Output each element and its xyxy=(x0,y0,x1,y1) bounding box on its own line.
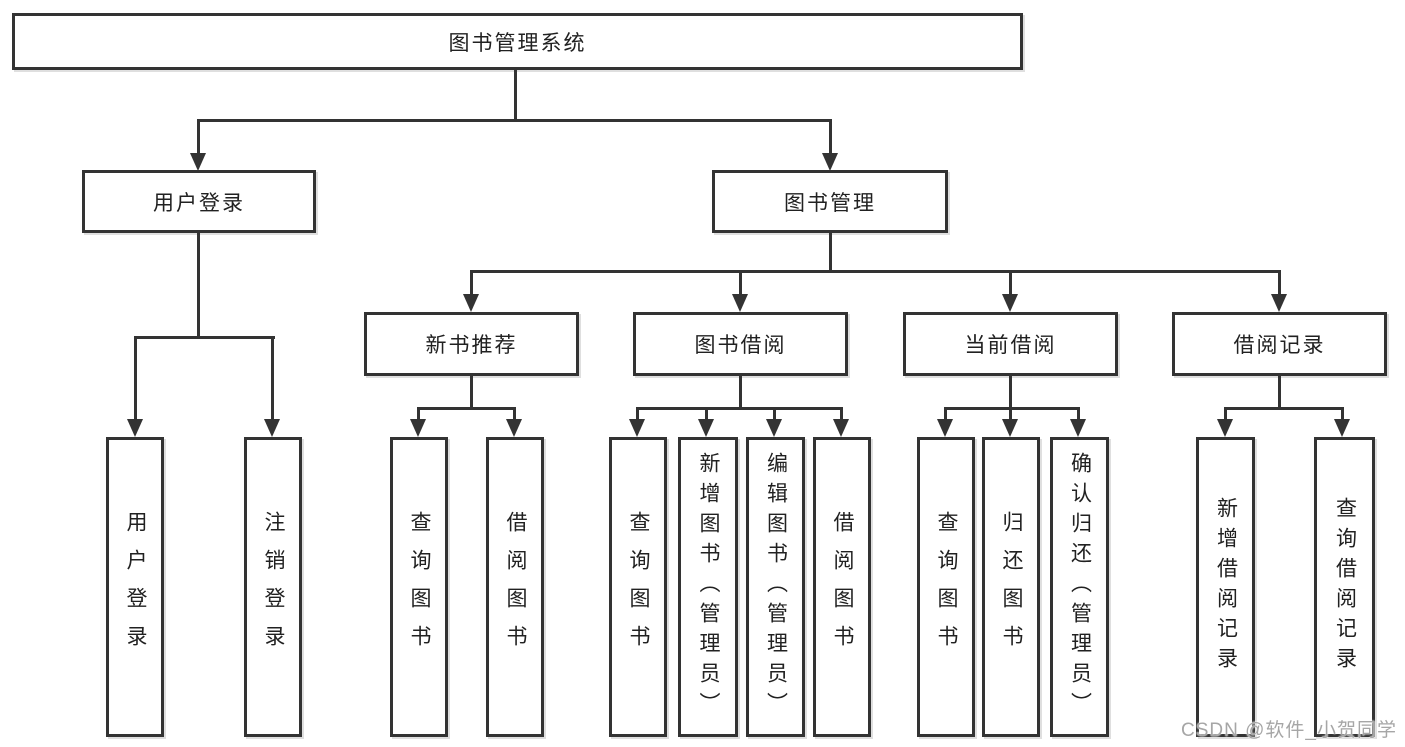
connector-line xyxy=(134,336,275,339)
arrow-down-icon xyxy=(190,153,206,171)
leaf-query-borrow-record: 查询借阅记录 xyxy=(1314,437,1375,737)
leaf-return-books: 归还图书 xyxy=(982,437,1040,737)
connector-line xyxy=(739,376,742,407)
arrow-down-icon xyxy=(127,419,143,437)
arrow-down-icon xyxy=(1271,294,1287,312)
leaf-confirm-return-admin: 确认归还（管理员） xyxy=(1050,437,1109,737)
node-library-management-system: 图书管理系统 xyxy=(12,13,1023,70)
connector-line xyxy=(1009,270,1012,295)
node-label: 当前借阅 xyxy=(964,334,1057,357)
connector-line xyxy=(470,270,1281,273)
connector-line xyxy=(773,407,776,420)
connector-line xyxy=(1009,376,1012,407)
connector-line xyxy=(840,407,843,420)
arrow-down-icon xyxy=(732,294,748,312)
arrow-down-icon xyxy=(410,419,426,437)
connector-line xyxy=(636,407,639,420)
leaf-add-books-admin: 新增图书（管理员） xyxy=(678,437,738,737)
leaf-user-login: 用户登录 xyxy=(106,437,164,737)
connector-line xyxy=(829,233,832,270)
leaf-edit-books-admin: 编辑图书（管理员） xyxy=(746,437,805,737)
connector-line xyxy=(1278,376,1281,407)
connector-line xyxy=(470,270,473,295)
arrow-down-icon xyxy=(1334,419,1350,437)
connector-line xyxy=(514,70,517,119)
connector-line xyxy=(197,233,200,336)
connector-line xyxy=(470,376,473,407)
leaf-add-borrow-record: 新增借阅记录 xyxy=(1196,437,1255,737)
leaf-label: 编辑图书（管理员） xyxy=(764,452,788,722)
arrow-down-icon xyxy=(822,153,838,171)
arrow-down-icon xyxy=(766,419,782,437)
leaf-label: 查询图书 xyxy=(408,511,432,663)
connector-line xyxy=(705,407,708,420)
watermark: CSDN @软件_小贺同学 xyxy=(1181,720,1397,741)
arrow-down-icon xyxy=(264,419,280,437)
arrow-down-icon xyxy=(1217,419,1233,437)
leaf-logout: 注销登录 xyxy=(244,437,302,737)
node-current-borrowing: 当前借阅 xyxy=(903,312,1118,376)
connector-line xyxy=(417,407,420,420)
arrow-down-icon xyxy=(1002,419,1018,437)
leaf-label: 借阅图书 xyxy=(504,511,528,663)
leaf-label: 用户登录 xyxy=(124,511,148,663)
connector-line xyxy=(1077,407,1080,420)
leaf-label: 新增借阅记录 xyxy=(1214,497,1238,677)
leaf-label: 归还图书 xyxy=(1000,511,1024,663)
arrow-down-icon xyxy=(1002,294,1018,312)
connector-line xyxy=(739,270,742,295)
node-book-management: 图书管理 xyxy=(712,170,948,233)
leaf-query-books: 查询图书 xyxy=(917,437,975,737)
leaf-borrow-books: 借阅图书 xyxy=(813,437,871,737)
connector-line xyxy=(513,407,516,420)
connector-line xyxy=(1224,407,1227,420)
connector-line xyxy=(944,407,1080,410)
connector-line xyxy=(197,119,832,122)
arrow-down-icon xyxy=(833,419,849,437)
node-label: 借阅记录 xyxy=(1233,334,1326,357)
node-borrowing-records: 借阅记录 xyxy=(1172,312,1387,376)
arrow-down-icon xyxy=(506,419,522,437)
node-label: 图书管理 xyxy=(784,191,876,215)
leaf-query-books: 查询图书 xyxy=(609,437,667,737)
arrow-down-icon xyxy=(1070,419,1086,437)
arrow-down-icon xyxy=(698,419,714,437)
connector-line xyxy=(271,336,274,420)
node-new-book-recommendation: 新书推荐 xyxy=(364,312,579,376)
arrow-down-icon xyxy=(937,419,953,437)
connector-line xyxy=(1009,407,1012,420)
leaf-label: 新增图书（管理员） xyxy=(697,452,721,722)
leaf-query-books: 查询图书 xyxy=(390,437,448,737)
node-book-borrowing: 图书借阅 xyxy=(633,312,848,376)
leaf-label: 查询图书 xyxy=(935,511,959,663)
node-label: 用户登录 xyxy=(153,191,245,215)
node-label: 图书管理系统 xyxy=(448,31,587,55)
arrow-down-icon xyxy=(629,419,645,437)
leaf-borrow-books: 借阅图书 xyxy=(486,437,544,737)
connector-line xyxy=(134,336,137,420)
node-label: 新书推荐 xyxy=(425,334,518,357)
connector-line xyxy=(1224,407,1344,410)
node-label: 图书借阅 xyxy=(694,334,787,357)
leaf-label: 查询借阅记录 xyxy=(1333,497,1357,677)
connector-line xyxy=(829,119,832,154)
leaf-label: 注销登录 xyxy=(262,511,286,663)
arrow-down-icon xyxy=(463,294,479,312)
connector-line xyxy=(1278,270,1281,295)
connector-line xyxy=(1341,407,1344,420)
connector-line xyxy=(197,119,200,154)
node-user-login: 用户登录 xyxy=(82,170,316,233)
connector-line xyxy=(417,407,516,410)
leaf-label: 借阅图书 xyxy=(831,511,855,663)
connector-line xyxy=(944,407,947,420)
leaf-label: 确认归还（管理员） xyxy=(1068,452,1092,722)
leaf-label: 查询图书 xyxy=(627,511,651,663)
connector-line xyxy=(636,407,843,410)
